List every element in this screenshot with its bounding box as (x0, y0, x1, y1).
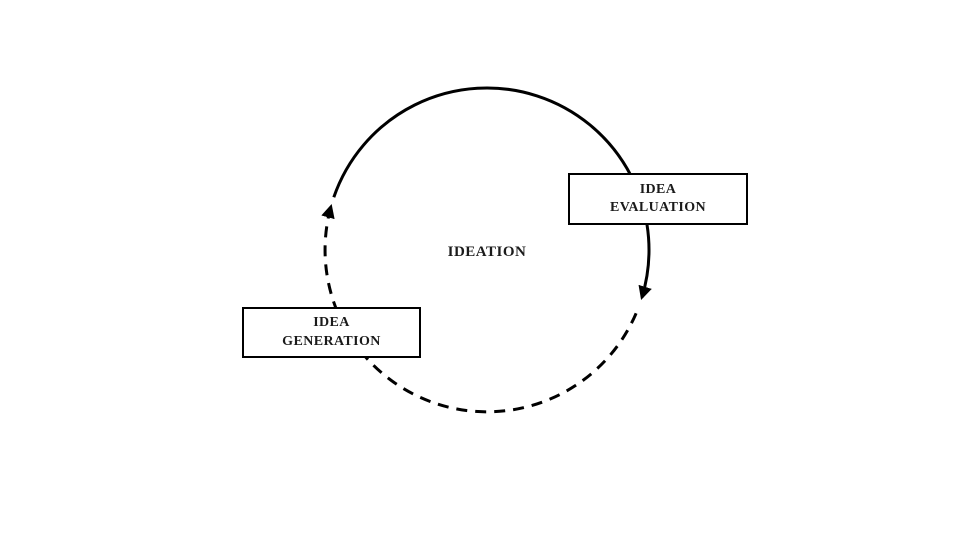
idea-evaluation-box: IDEA EVALUATION (568, 173, 748, 225)
idea-generation-box: IDEA GENERATION (242, 307, 421, 358)
idea-evaluation-label-line2: EVALUATION (609, 200, 707, 215)
idea-evaluation-label-line1: IDEA (639, 181, 677, 197)
ideation-label: IDEATION (447, 244, 527, 260)
idea-generation-label-line1: IDEA (313, 315, 350, 331)
idea-generation-label-line2: GENERATION (282, 333, 381, 349)
